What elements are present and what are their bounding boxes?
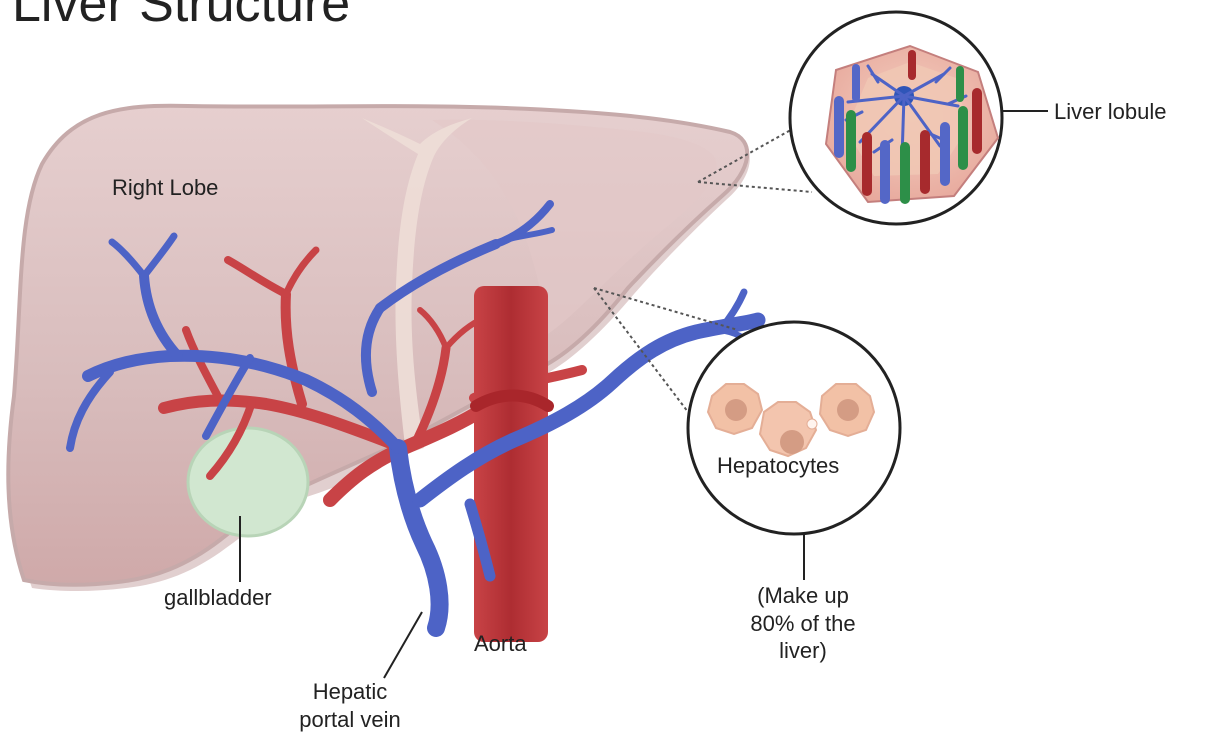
hepatic-portal-vein-label: Hepatic portal vein <box>292 678 408 733</box>
hepatocyte-note-line-1: (Make up <box>738 582 868 610</box>
hepatocyte-note-line-2: 80% of the <box>738 610 868 638</box>
liver-lobule-label: Liver lobule <box>1054 98 1167 126</box>
hepatic-portal-vein-line-1: Hepatic <box>292 678 408 706</box>
hepatocyte-note-line-3: liver) <box>738 637 868 665</box>
aorta-label: Aorta <box>474 630 527 658</box>
hepatic-portal-vein-line-2: portal vein <box>292 706 408 734</box>
right-lobe-label: Right Lobe <box>112 174 218 202</box>
gallbladder-shape <box>188 428 308 536</box>
diagram-title: Liver Structure <box>12 0 350 30</box>
gallbladder-label: gallbladder <box>164 584 272 612</box>
aorta-shape <box>474 286 548 642</box>
hepatocyte-percentage-note: (Make up 80% of the liver) <box>738 582 868 665</box>
hepatocytes-label: Hepatocytes <box>717 452 839 480</box>
